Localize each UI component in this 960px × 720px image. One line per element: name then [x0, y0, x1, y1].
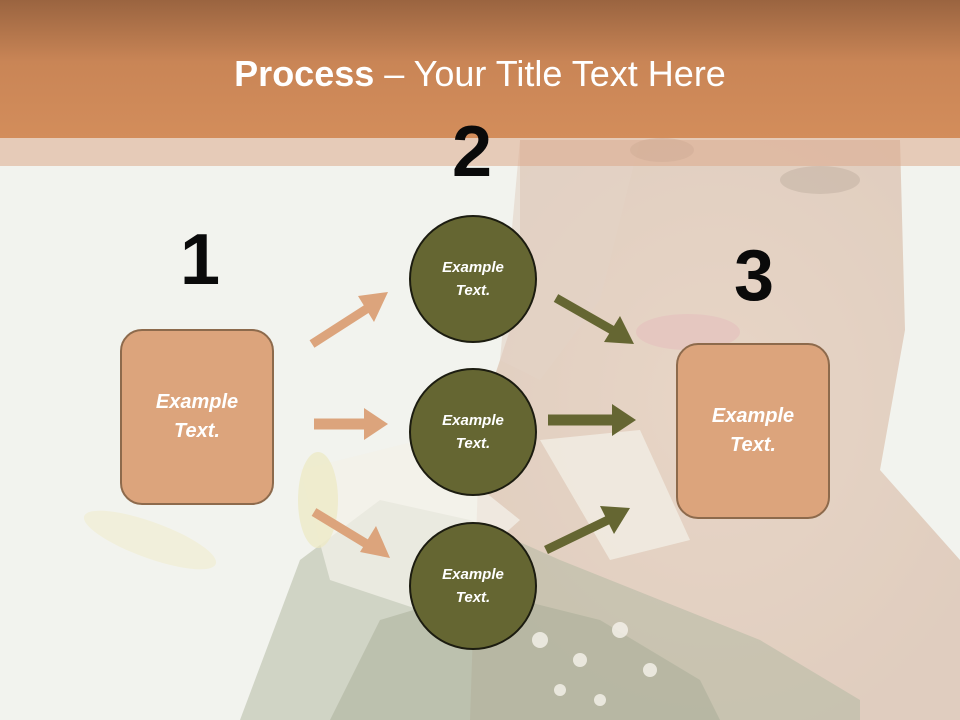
step-number-2: 2 [451, 112, 493, 192]
arrow-left-to-mid [314, 408, 388, 440]
arrow-top-to-right [553, 294, 634, 344]
right-box-text: Example Text. [711, 405, 795, 456]
title-rest: – Your Title Text Here [374, 53, 726, 94]
circle-top-text: Example Text. [442, 259, 504, 299]
circle-bottom: Example Text. [409, 522, 537, 650]
slide-title: Process – Your Title Text Here [0, 52, 960, 96]
circle-top: Example Text. [409, 215, 537, 343]
arrow-left-to-bottom [311, 508, 390, 558]
title-bold: Process [234, 53, 375, 94]
arrow-mid-to-right [548, 404, 636, 436]
step-number-3: 3 [733, 236, 775, 316]
step-number-1: 1 [179, 220, 221, 300]
arrow-left-to-top [309, 292, 388, 348]
left-box-text: Example Text. [155, 391, 239, 442]
title-bar [0, 0, 960, 138]
left-process-box: Example Text. [120, 329, 274, 505]
circle-middle: Example Text. [409, 368, 537, 496]
title-strip [0, 138, 960, 166]
arrow-bottom-to-right [544, 506, 630, 555]
circle-middle-text: Example Text. [442, 412, 504, 452]
circle-bottom-text: Example Text. [442, 566, 504, 606]
right-process-box: Example Text. [676, 343, 830, 519]
